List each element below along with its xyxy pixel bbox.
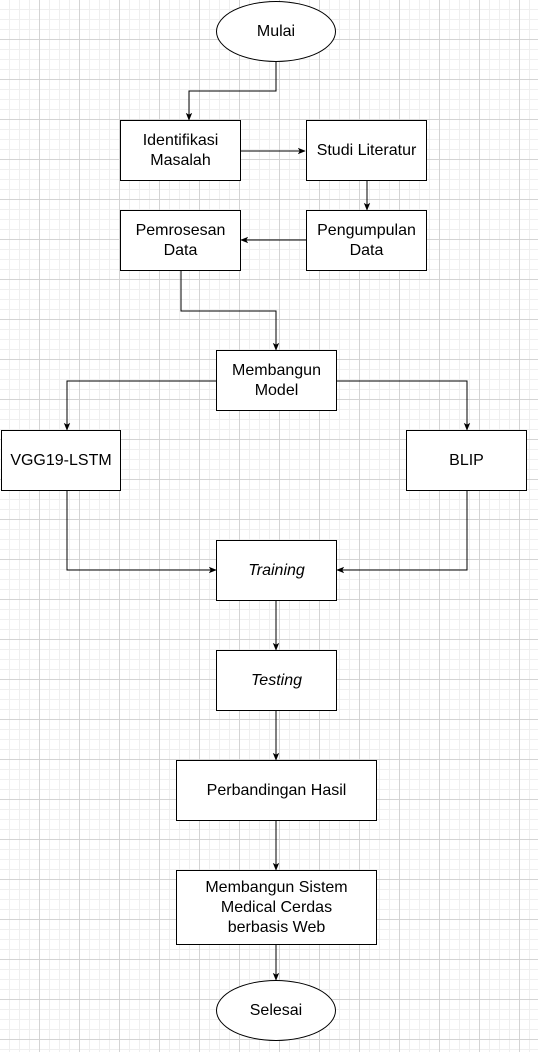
identifikasi-masalah-box: Identifikasi Masalah (120, 120, 241, 181)
membangun-model-label: Membangun Model (232, 361, 321, 399)
training-label: Training (248, 561, 305, 579)
membangun-sistem-box: Membangun Sistem Medical Cerdas berbasis… (176, 870, 377, 945)
blip-box: BLIP (406, 430, 527, 491)
studi-literatur-label: Studi Literatur (316, 141, 417, 159)
blip-label: BLIP (449, 451, 484, 469)
vgg19-lstm-box: VGG19-LSTM (1, 430, 121, 491)
arrow-vgg-to-training (66, 491, 217, 574)
pemrosesan-data-label: Pemrosesan Data (135, 221, 226, 259)
vgg19-lstm-label: VGG19-LSTM (10, 451, 112, 469)
end-label: Selesai (249, 1001, 303, 1019)
start-label: Mulai (256, 22, 296, 40)
start-node: Mulai (216, 1, 336, 62)
testing-box: Testing (216, 650, 337, 711)
arrow-mulai-to-identifikasi (185, 62, 277, 121)
perbandingan-hasil-label: Perbandingan Hasil (206, 781, 347, 799)
testing-label: Testing (251, 671, 302, 689)
pengumpulan-data-box: Pengumpulan Data (306, 210, 427, 271)
perbandingan-hasil-box: Perbandingan Hasil (176, 760, 377, 821)
membangun-model-box: Membangun Model (216, 350, 337, 411)
end-node: Selesai (216, 980, 336, 1041)
training-box: Training (216, 540, 337, 601)
arrow-model-to-blip (336, 380, 471, 431)
arrow-model-to-vgg (63, 380, 216, 431)
pengumpulan-data-label: Pengumpulan Data (317, 221, 416, 259)
identifikasi-masalah-label: Identifikasi Masalah (142, 131, 219, 169)
membangun-sistem-label: Membangun Sistem Medical Cerdas berbasis… (205, 878, 348, 936)
studi-literatur-box: Studi Literatur (306, 120, 427, 181)
arrow-pemrosesan-to-model (180, 270, 280, 351)
pemrosesan-data-box: Pemrosesan Data (120, 210, 241, 271)
arrow-blip-to-training (336, 491, 468, 574)
